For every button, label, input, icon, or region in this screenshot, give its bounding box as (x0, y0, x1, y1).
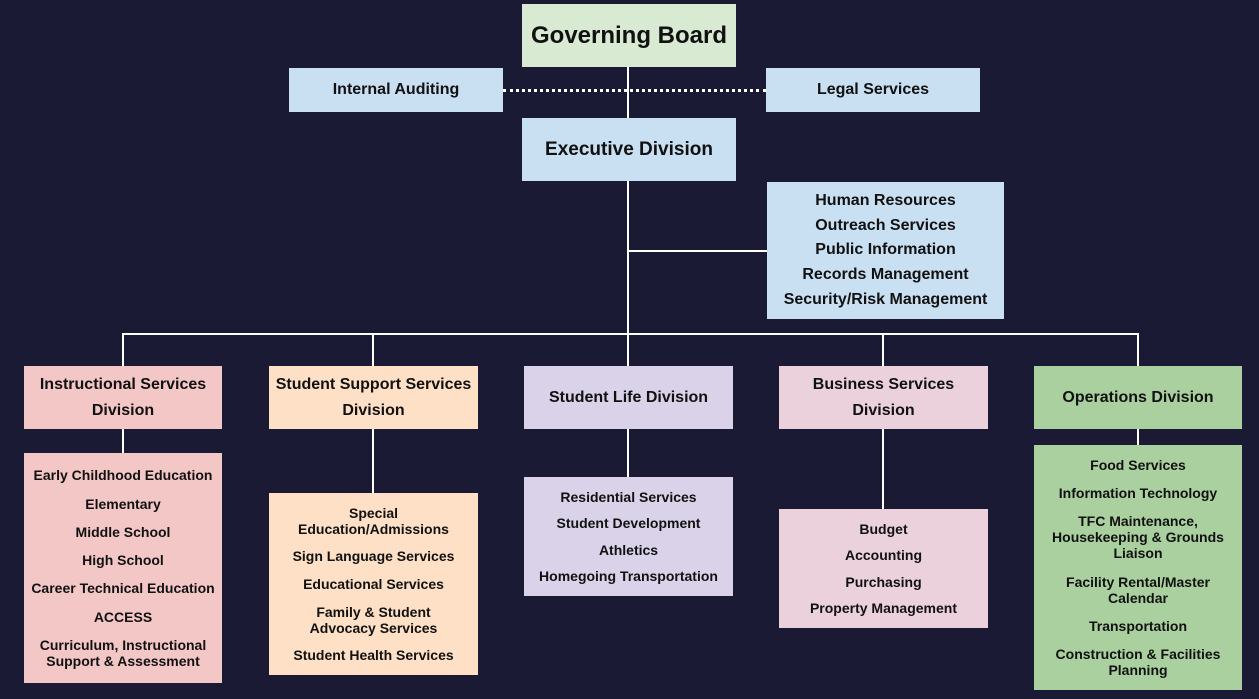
unit: Residential Services (560, 489, 697, 506)
governing-board: Governing Board (522, 4, 736, 67)
unit: Budget (859, 521, 908, 538)
unit: Educational Services (303, 575, 444, 592)
unit: Career Technical Education (31, 580, 215, 597)
executive-division: Executive Division (522, 118, 736, 181)
unit: Construction & Facilities Planning (1055, 645, 1221, 678)
unit: Property Management (809, 599, 958, 616)
unit: Elementary (85, 495, 161, 512)
unit: Curriculum, Instructional Support & Asse… (39, 636, 207, 669)
connector (1137, 429, 1139, 445)
operations-division: Operations Division (1034, 366, 1242, 429)
division-title: Instructional Services Division (39, 375, 207, 419)
unit: Human Resources (815, 191, 956, 209)
executive-units: Human Resources Outreach Services Public… (767, 182, 1004, 319)
unit: Homegoing Transportation (539, 567, 718, 584)
unit: Purchasing (845, 573, 922, 590)
unit: Early Childhood Education (33, 467, 213, 484)
connector (372, 333, 374, 366)
instructional-units: Early Childhood Education Elementary Mid… (24, 453, 222, 683)
unit: Records Management (802, 266, 969, 284)
student-support-services-division: Student Support Services Division (269, 366, 478, 429)
division-title: Student Support Services Division (275, 375, 472, 419)
unit: Accounting (845, 547, 922, 564)
unit: Athletics (598, 541, 659, 558)
unit: Facility Rental/Master Calendar (1066, 573, 1210, 606)
connector (372, 429, 374, 493)
unit: Student Development (556, 515, 701, 532)
dotted-connector (503, 89, 766, 92)
connector (1137, 333, 1139, 366)
legal-services: Legal Services (766, 68, 980, 112)
connector (122, 429, 124, 453)
unit: Information Technology (1058, 485, 1218, 502)
unit: High School (82, 552, 164, 568)
connector (882, 333, 884, 366)
governing-board-label: Governing Board (530, 21, 728, 49)
connector (122, 333, 124, 366)
internal-auditing-label: Internal Auditing (332, 81, 460, 98)
unit: Outreach Services (815, 216, 956, 234)
legal-services-label: Legal Services (816, 81, 930, 98)
unit: Transportation (1088, 617, 1187, 634)
student-support-units: Special Education/Admissions Sign Langua… (269, 493, 478, 675)
unit: Student Health Services (293, 647, 454, 664)
student-life-units: Residential Services Student Development… (524, 477, 733, 596)
unit: Food Services (1090, 457, 1186, 474)
student-life-division: Student Life Division (524, 366, 733, 429)
business-services-division: Business Services Division (779, 366, 988, 429)
connector (627, 67, 629, 118)
unit: ACCESS (93, 608, 153, 625)
unit: Public Information (815, 241, 956, 259)
internal-auditing: Internal Auditing (289, 68, 503, 112)
division-title: Operations Division (1062, 388, 1214, 406)
division-title: Student Life Division (548, 388, 709, 406)
unit: Sign Language Services (292, 548, 455, 565)
division-title: Business Services Division (812, 375, 955, 419)
instructional-services-division: Instructional Services Division (24, 366, 222, 429)
executive-division-label: Executive Division (545, 138, 713, 160)
connector (882, 429, 884, 509)
operations-units: Food Services Information Technology TFC… (1034, 445, 1242, 690)
unit: Security/Risk Management (783, 291, 988, 309)
unit: TFC Maintenance, Housekeeping & Grounds … (1052, 513, 1224, 562)
connector (627, 181, 629, 366)
connector (122, 333, 1139, 335)
unit: Special Education/Admissions (298, 504, 449, 537)
unit: Family & Student Advocacy Services (309, 603, 438, 636)
unit: Middle School (75, 523, 171, 540)
connector (628, 250, 767, 252)
business-units: Budget Accounting Purchasing Property Ma… (779, 509, 988, 628)
connector (627, 429, 629, 477)
